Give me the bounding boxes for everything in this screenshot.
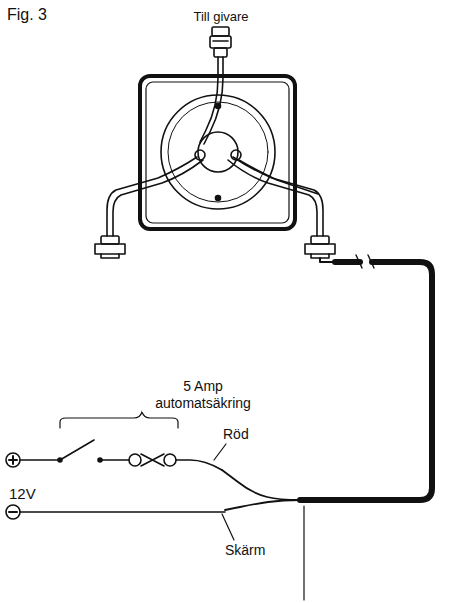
supply-circuit [6,412,304,600]
voltage-label: 12V [8,485,37,502]
right-pigtail [228,157,335,258]
wire-label: Röd [222,426,250,443]
fuse-label: 5 Amp automatsäkring [142,378,264,412]
left-pigtail [84,157,203,258]
switch-blade [60,440,94,460]
figure-number: Fig. 3 [6,6,48,23]
instrument-housing [140,76,295,229]
transducer-connector [200,27,231,144]
fuse-symbol [129,454,176,466]
wire-label: Skärm [224,542,266,559]
connector-label: Till givare [192,8,249,25]
